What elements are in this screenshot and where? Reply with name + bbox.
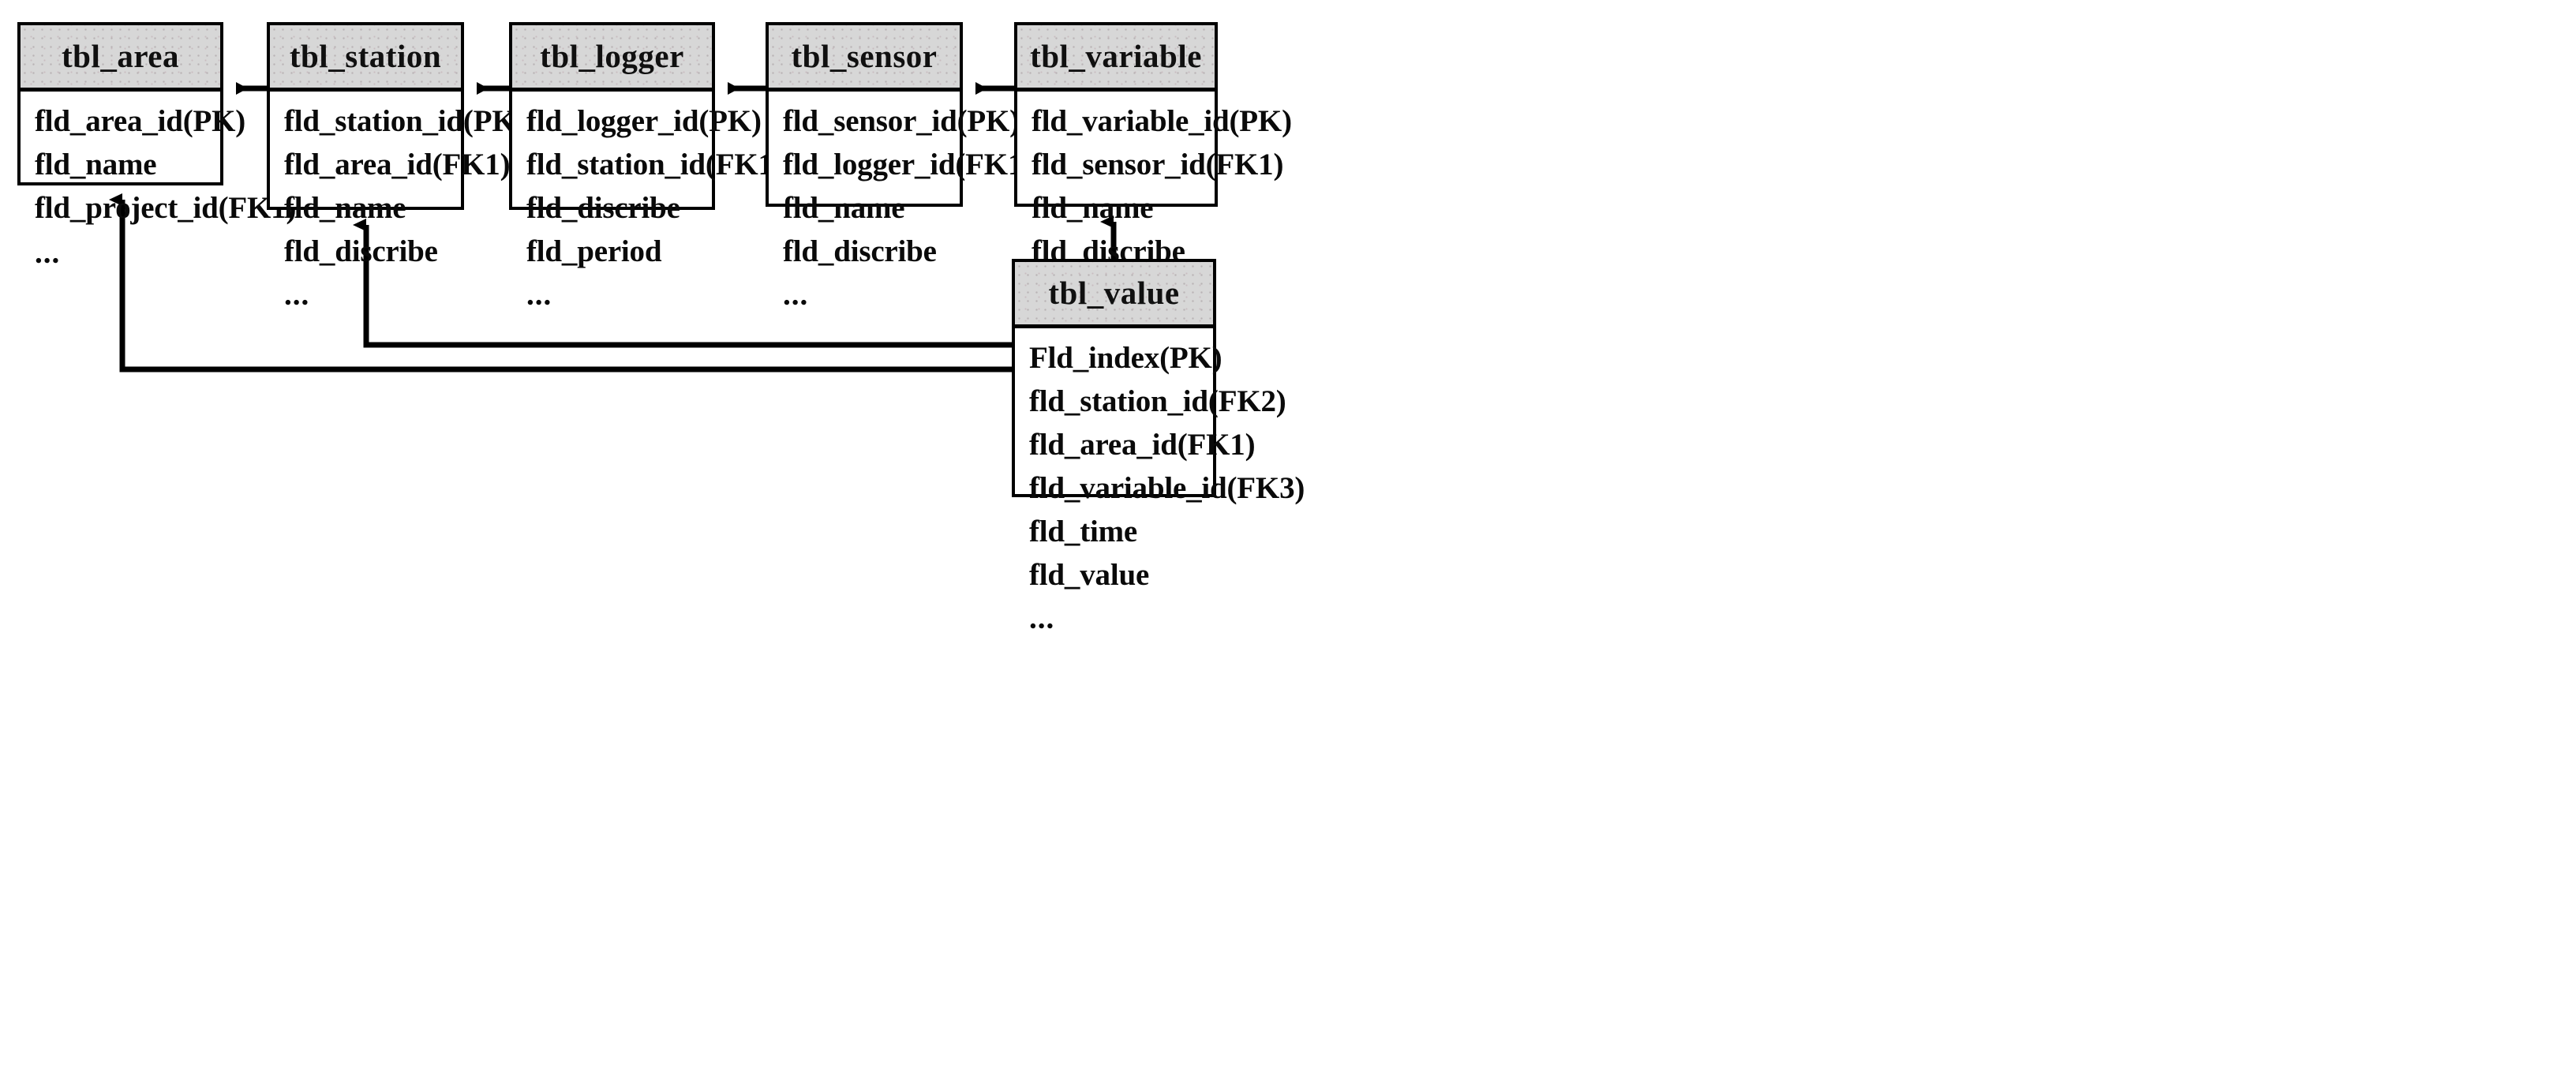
entity-title-tbl-value: tbl_value	[1048, 275, 1180, 311]
field-row: fld_area_id(FK1)	[284, 148, 511, 182]
entity-title-tbl-station: tbl_station	[289, 38, 442, 74]
entity-body-tbl-variable: fld_variable_id(PK) fld_sensor_id(FK1) f…	[1017, 92, 1292, 334]
entity-tbl-logger[interactable]: tbl_logger fld_logger_id(PK) fld_station…	[509, 22, 784, 310]
field-row: fld_name	[1032, 191, 1154, 225]
field-row: fld_station_id(PK)	[284, 104, 526, 138]
entity-tbl-station[interactable]: tbl_station fld_station_id(PK) fld_area_…	[267, 22, 526, 310]
field-row: fld_discribe	[783, 234, 937, 268]
field-row: fld_logger_id(FK1)	[783, 148, 1034, 182]
entity-title-tbl-area: tbl_area	[61, 38, 179, 74]
field-row: fld_name	[284, 191, 406, 225]
entity-body-tbl-sensor: fld_sensor_id(PK) fld_logger_id(FK1) fld…	[769, 92, 1034, 334]
entity-tbl-value[interactable]: tbl_value Fld_index(PK) fld_station_id(F…	[1012, 259, 1305, 634]
field-row-ellipsis: ...	[35, 236, 61, 270]
entity-body-tbl-value: Fld_index(PK) fld_station_id(FK2) fld_ar…	[1015, 328, 1305, 657]
entity-title-tbl-logger: tbl_logger	[540, 38, 684, 74]
entity-body-tbl-station: fld_station_id(PK) fld_area_id(FK1) fld_…	[270, 92, 526, 334]
field-row: fld_station_id(FK1)	[526, 148, 784, 182]
entity-tbl-variable[interactable]: tbl_variable fld_variable_id(PK) fld_sen…	[1014, 22, 1292, 310]
field-row: fld_discribe	[284, 234, 438, 268]
field-row-ellipsis: ...	[284, 278, 310, 312]
field-row: fld_station_id(FK2)	[1029, 384, 1286, 418]
field-row-ellipsis: ...	[1029, 601, 1055, 635]
field-row-ellipsis: ...	[783, 278, 809, 312]
field-row: fld_sensor_id(FK1)	[1032, 148, 1284, 182]
field-row: fld_variable_id(PK)	[1032, 104, 1292, 138]
entity-header-tbl-sensor: tbl_sensor	[769, 25, 960, 92]
entity-title-tbl-sensor: tbl_sensor	[791, 38, 938, 74]
entity-header-tbl-logger: tbl_logger	[512, 25, 712, 92]
field-row: Fld_index(PK)	[1029, 341, 1222, 375]
field-row: fld_project_id(FK1)	[35, 191, 297, 225]
entity-tbl-sensor[interactable]: tbl_sensor fld_sensor_id(PK) fld_logger_…	[766, 22, 1033, 310]
field-row: fld_name	[35, 148, 157, 182]
entity-body-tbl-area: fld_area_id(PK) fld_name fld_project_id(…	[21, 92, 297, 292]
field-row: fld_time	[1029, 515, 1138, 548]
entity-header-tbl-station: tbl_station	[270, 25, 461, 92]
field-row: fld_value	[1029, 558, 1150, 592]
field-row: fld_variable_id(FK3)	[1029, 471, 1305, 505]
field-row: fld_discribe	[526, 191, 680, 225]
entity-body-tbl-logger: fld_logger_id(PK) fld_station_id(FK1) fl…	[512, 92, 784, 334]
entity-header-tbl-area: tbl_area	[21, 25, 220, 92]
field-row: fld_sensor_id(PK)	[783, 104, 1020, 138]
entity-header-tbl-value: tbl_value	[1015, 262, 1213, 328]
field-row: fld_logger_id(PK)	[526, 104, 762, 138]
field-row: fld_period	[526, 234, 662, 268]
field-row: fld_area_id(FK1)	[1029, 428, 1256, 462]
entity-tbl-area[interactable]: tbl_area fld_area_id(PK) fld_name fld_pr…	[17, 22, 296, 268]
field-row: fld_area_id(PK)	[35, 104, 246, 138]
entity-header-tbl-variable: tbl_variable	[1017, 25, 1215, 92]
entity-title-tbl-variable: tbl_variable	[1030, 38, 1202, 74]
field-row-ellipsis: ...	[526, 278, 552, 312]
field-row: fld_name	[783, 191, 905, 225]
